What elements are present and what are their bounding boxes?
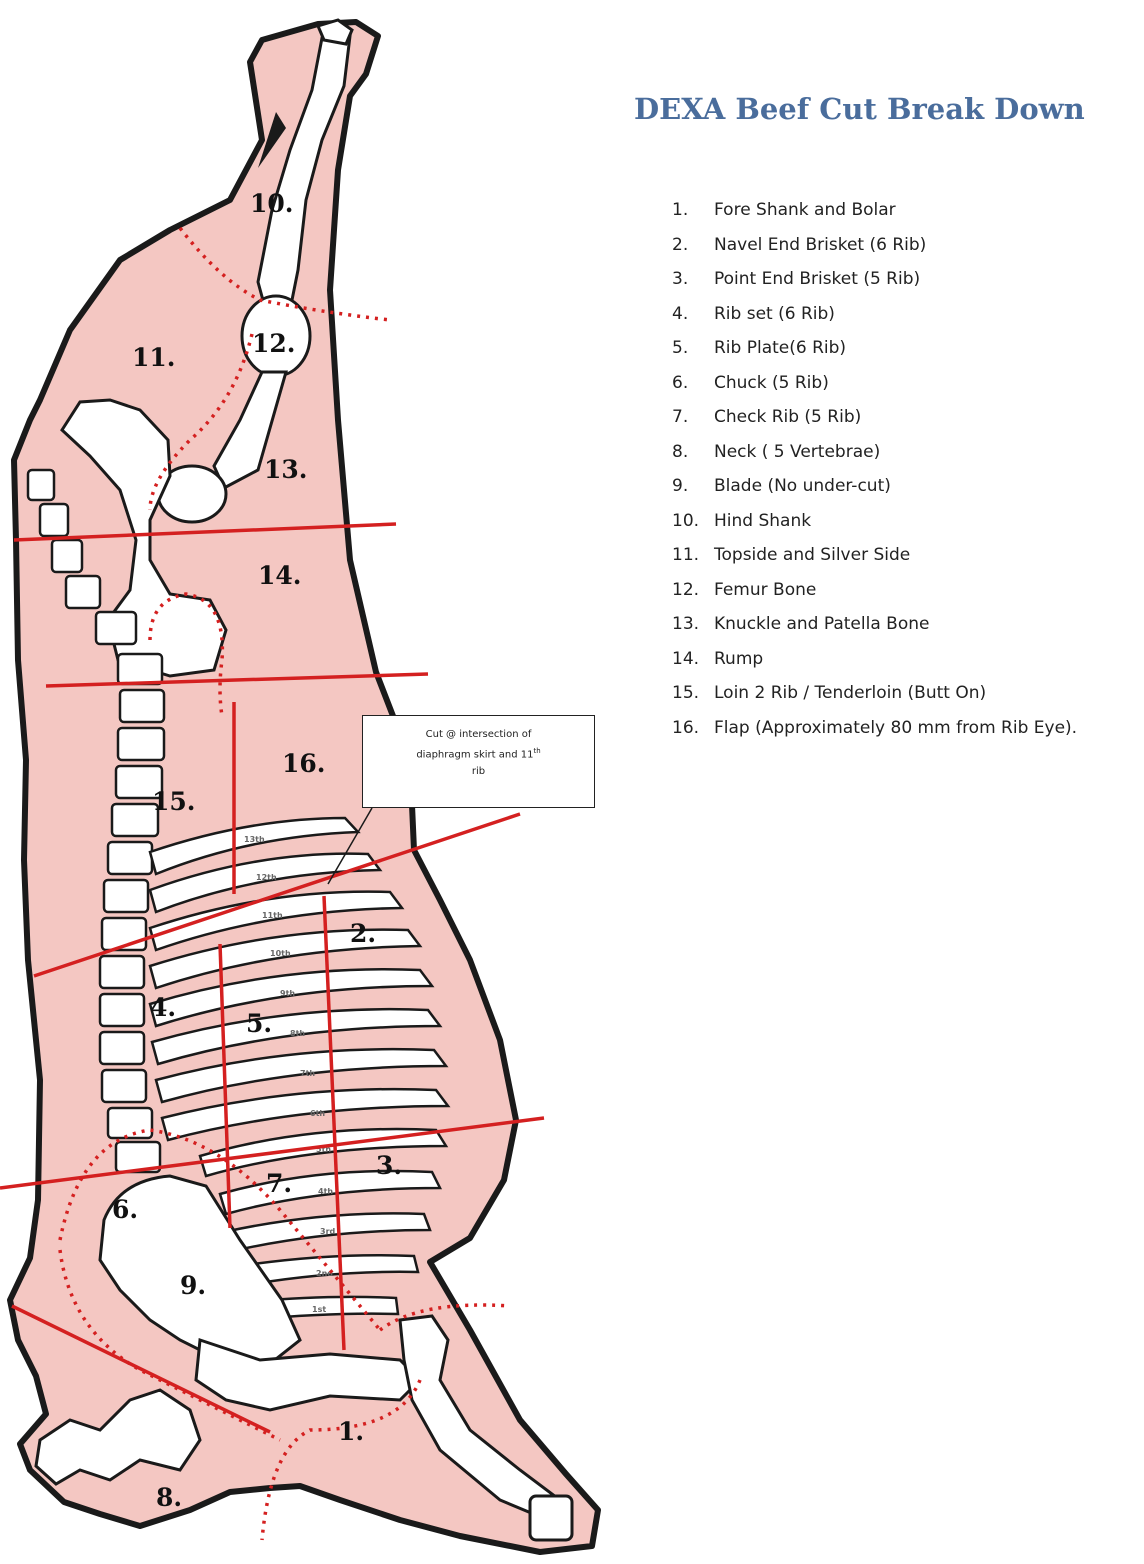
legend-label: Neck ( 5 Vertebrae) bbox=[714, 442, 880, 462]
region-label-12: 12. bbox=[252, 329, 296, 358]
legend-label: Flap (Approximately 80 mm from Rib Eye). bbox=[714, 718, 1077, 738]
legend-label: Loin 2 Rib / Tenderloin (Butt On) bbox=[714, 683, 986, 703]
vertebra bbox=[118, 728, 164, 760]
legend-item: 16.Flap (Approximately 80 mm from Rib Ey… bbox=[672, 714, 1077, 749]
vertebra bbox=[40, 504, 68, 536]
rib-number-label: 4th bbox=[318, 1187, 333, 1196]
legend-item: 9.Blade (No under-cut) bbox=[672, 472, 1077, 507]
rib-number-label: 8th bbox=[290, 1029, 305, 1038]
region-label-1: 1. bbox=[338, 1417, 364, 1446]
page-title: DEXA Beef Cut Break Down bbox=[634, 92, 1114, 126]
region-label-9: 9. bbox=[180, 1271, 206, 1300]
rib-number-label: 11th bbox=[262, 911, 283, 920]
vertebra bbox=[66, 576, 100, 608]
rib-number-label: 9th bbox=[280, 989, 295, 998]
legend-item: 1.Fore Shank and Bolar bbox=[672, 196, 1077, 231]
legend-label: Navel End Brisket (6 Rib) bbox=[714, 235, 926, 255]
legend-number: 13. bbox=[672, 610, 714, 638]
legend-number: 10. bbox=[672, 507, 714, 535]
legend-item: 8.Neck ( 5 Vertebrae) bbox=[672, 438, 1077, 473]
callout-superscript: th bbox=[533, 747, 540, 755]
legend-number: 16. bbox=[672, 714, 714, 742]
hoof-bone bbox=[530, 1496, 572, 1540]
legend-item: 3.Point End Brisket (5 Rib) bbox=[672, 265, 1077, 300]
vertebra bbox=[100, 956, 144, 988]
legend-item: 15.Loin 2 Rib / Tenderloin (Butt On) bbox=[672, 679, 1077, 714]
vertebra bbox=[102, 1070, 146, 1102]
callout-line-1: Cut @ intersection of bbox=[377, 726, 580, 743]
legend-label: Femur Bone bbox=[714, 580, 816, 600]
legend-item: 14.Rump bbox=[672, 645, 1077, 680]
vertebra bbox=[96, 612, 136, 644]
legend-label: Check Rib (5 Rib) bbox=[714, 407, 861, 427]
legend-item: 12.Femur Bone bbox=[672, 576, 1077, 611]
legend-label: Hind Shank bbox=[714, 511, 811, 531]
legend-number: 14. bbox=[672, 645, 714, 673]
vertebra bbox=[100, 994, 144, 1026]
legend-number: 9. bbox=[672, 472, 714, 500]
legend-number: 6. bbox=[672, 369, 714, 397]
rib-number-label: 13th bbox=[244, 835, 265, 844]
rib-number-label: 7th bbox=[300, 1069, 315, 1078]
legend-item: 7.Check Rib (5 Rib) bbox=[672, 403, 1077, 438]
callout-line-3: rib bbox=[377, 763, 580, 780]
legend-item: 6.Chuck (5 Rib) bbox=[672, 369, 1077, 404]
vertebra bbox=[100, 1032, 144, 1064]
legend-number: 2. bbox=[672, 231, 714, 259]
region-label-5: 5. bbox=[246, 1009, 272, 1038]
legend-label: Knuckle and Patella Bone bbox=[714, 614, 929, 634]
vertebra bbox=[28, 470, 54, 500]
legend-label: Rump bbox=[714, 649, 763, 669]
legend-number: 5. bbox=[672, 334, 714, 362]
rib-number-label: 6th bbox=[310, 1109, 325, 1118]
vertebra bbox=[118, 654, 162, 684]
legend-label: Chuck (5 Rib) bbox=[714, 373, 829, 393]
region-label-13: 13. bbox=[264, 455, 308, 484]
region-label-11: 11. bbox=[132, 343, 176, 372]
rib-number-label: 10th bbox=[270, 949, 291, 958]
legend-number: 1. bbox=[672, 196, 714, 224]
legend-number: 8. bbox=[672, 438, 714, 466]
legend-item: 13.Knuckle and Patella Bone bbox=[672, 610, 1077, 645]
vertebra bbox=[120, 690, 164, 722]
region-label-2: 2. bbox=[350, 919, 376, 948]
region-label-4: 4. bbox=[150, 993, 176, 1022]
rib-number-label: 3rd bbox=[320, 1227, 336, 1236]
legend-label: Rib Plate(6 Rib) bbox=[714, 338, 846, 358]
region-label-6: 6. bbox=[112, 1195, 138, 1224]
legend-label: Fore Shank and Bolar bbox=[714, 200, 896, 220]
region-label-10: 10. bbox=[250, 189, 294, 218]
region-label-7: 7. bbox=[266, 1169, 292, 1198]
vertebra bbox=[104, 880, 148, 912]
legend-label: Rib set (6 Rib) bbox=[714, 304, 835, 324]
callout-box: Cut @ intersection of diaphragm skirt an… bbox=[362, 715, 595, 808]
legend-number: 12. bbox=[672, 576, 714, 604]
legend-item: 11.Topside and Silver Side bbox=[672, 541, 1077, 576]
vertebra bbox=[108, 842, 152, 874]
region-label-3: 3. bbox=[376, 1151, 402, 1180]
region-label-14: 14. bbox=[258, 561, 302, 590]
region-label-8: 8. bbox=[156, 1483, 182, 1512]
callout-line-2: diaphragm skirt and 11th bbox=[377, 743, 580, 763]
vertebra bbox=[52, 540, 82, 572]
legend-item: 10.Hind Shank bbox=[672, 507, 1077, 542]
legend-number: 11. bbox=[672, 541, 714, 569]
legend-label: Topside and Silver Side bbox=[714, 545, 910, 565]
legend-item: 5.Rib Plate(6 Rib) bbox=[672, 334, 1077, 369]
legend-number: 15. bbox=[672, 679, 714, 707]
legend-number: 7. bbox=[672, 403, 714, 431]
legend-item: 4.Rib set (6 Rib) bbox=[672, 300, 1077, 335]
region-label-15: 15. bbox=[152, 787, 196, 816]
legend-label: Point End Brisket (5 Rib) bbox=[714, 269, 920, 289]
rib-number-label: 1st bbox=[312, 1305, 326, 1314]
vertebra bbox=[108, 1108, 152, 1138]
legend-item: 2.Navel End Brisket (6 Rib) bbox=[672, 231, 1077, 266]
rib-number-label: 12th bbox=[256, 873, 277, 882]
legend-number: 3. bbox=[672, 265, 714, 293]
legend-label: Blade (No under-cut) bbox=[714, 476, 891, 496]
region-label-16: 16. bbox=[282, 749, 326, 778]
legend-number: 4. bbox=[672, 300, 714, 328]
